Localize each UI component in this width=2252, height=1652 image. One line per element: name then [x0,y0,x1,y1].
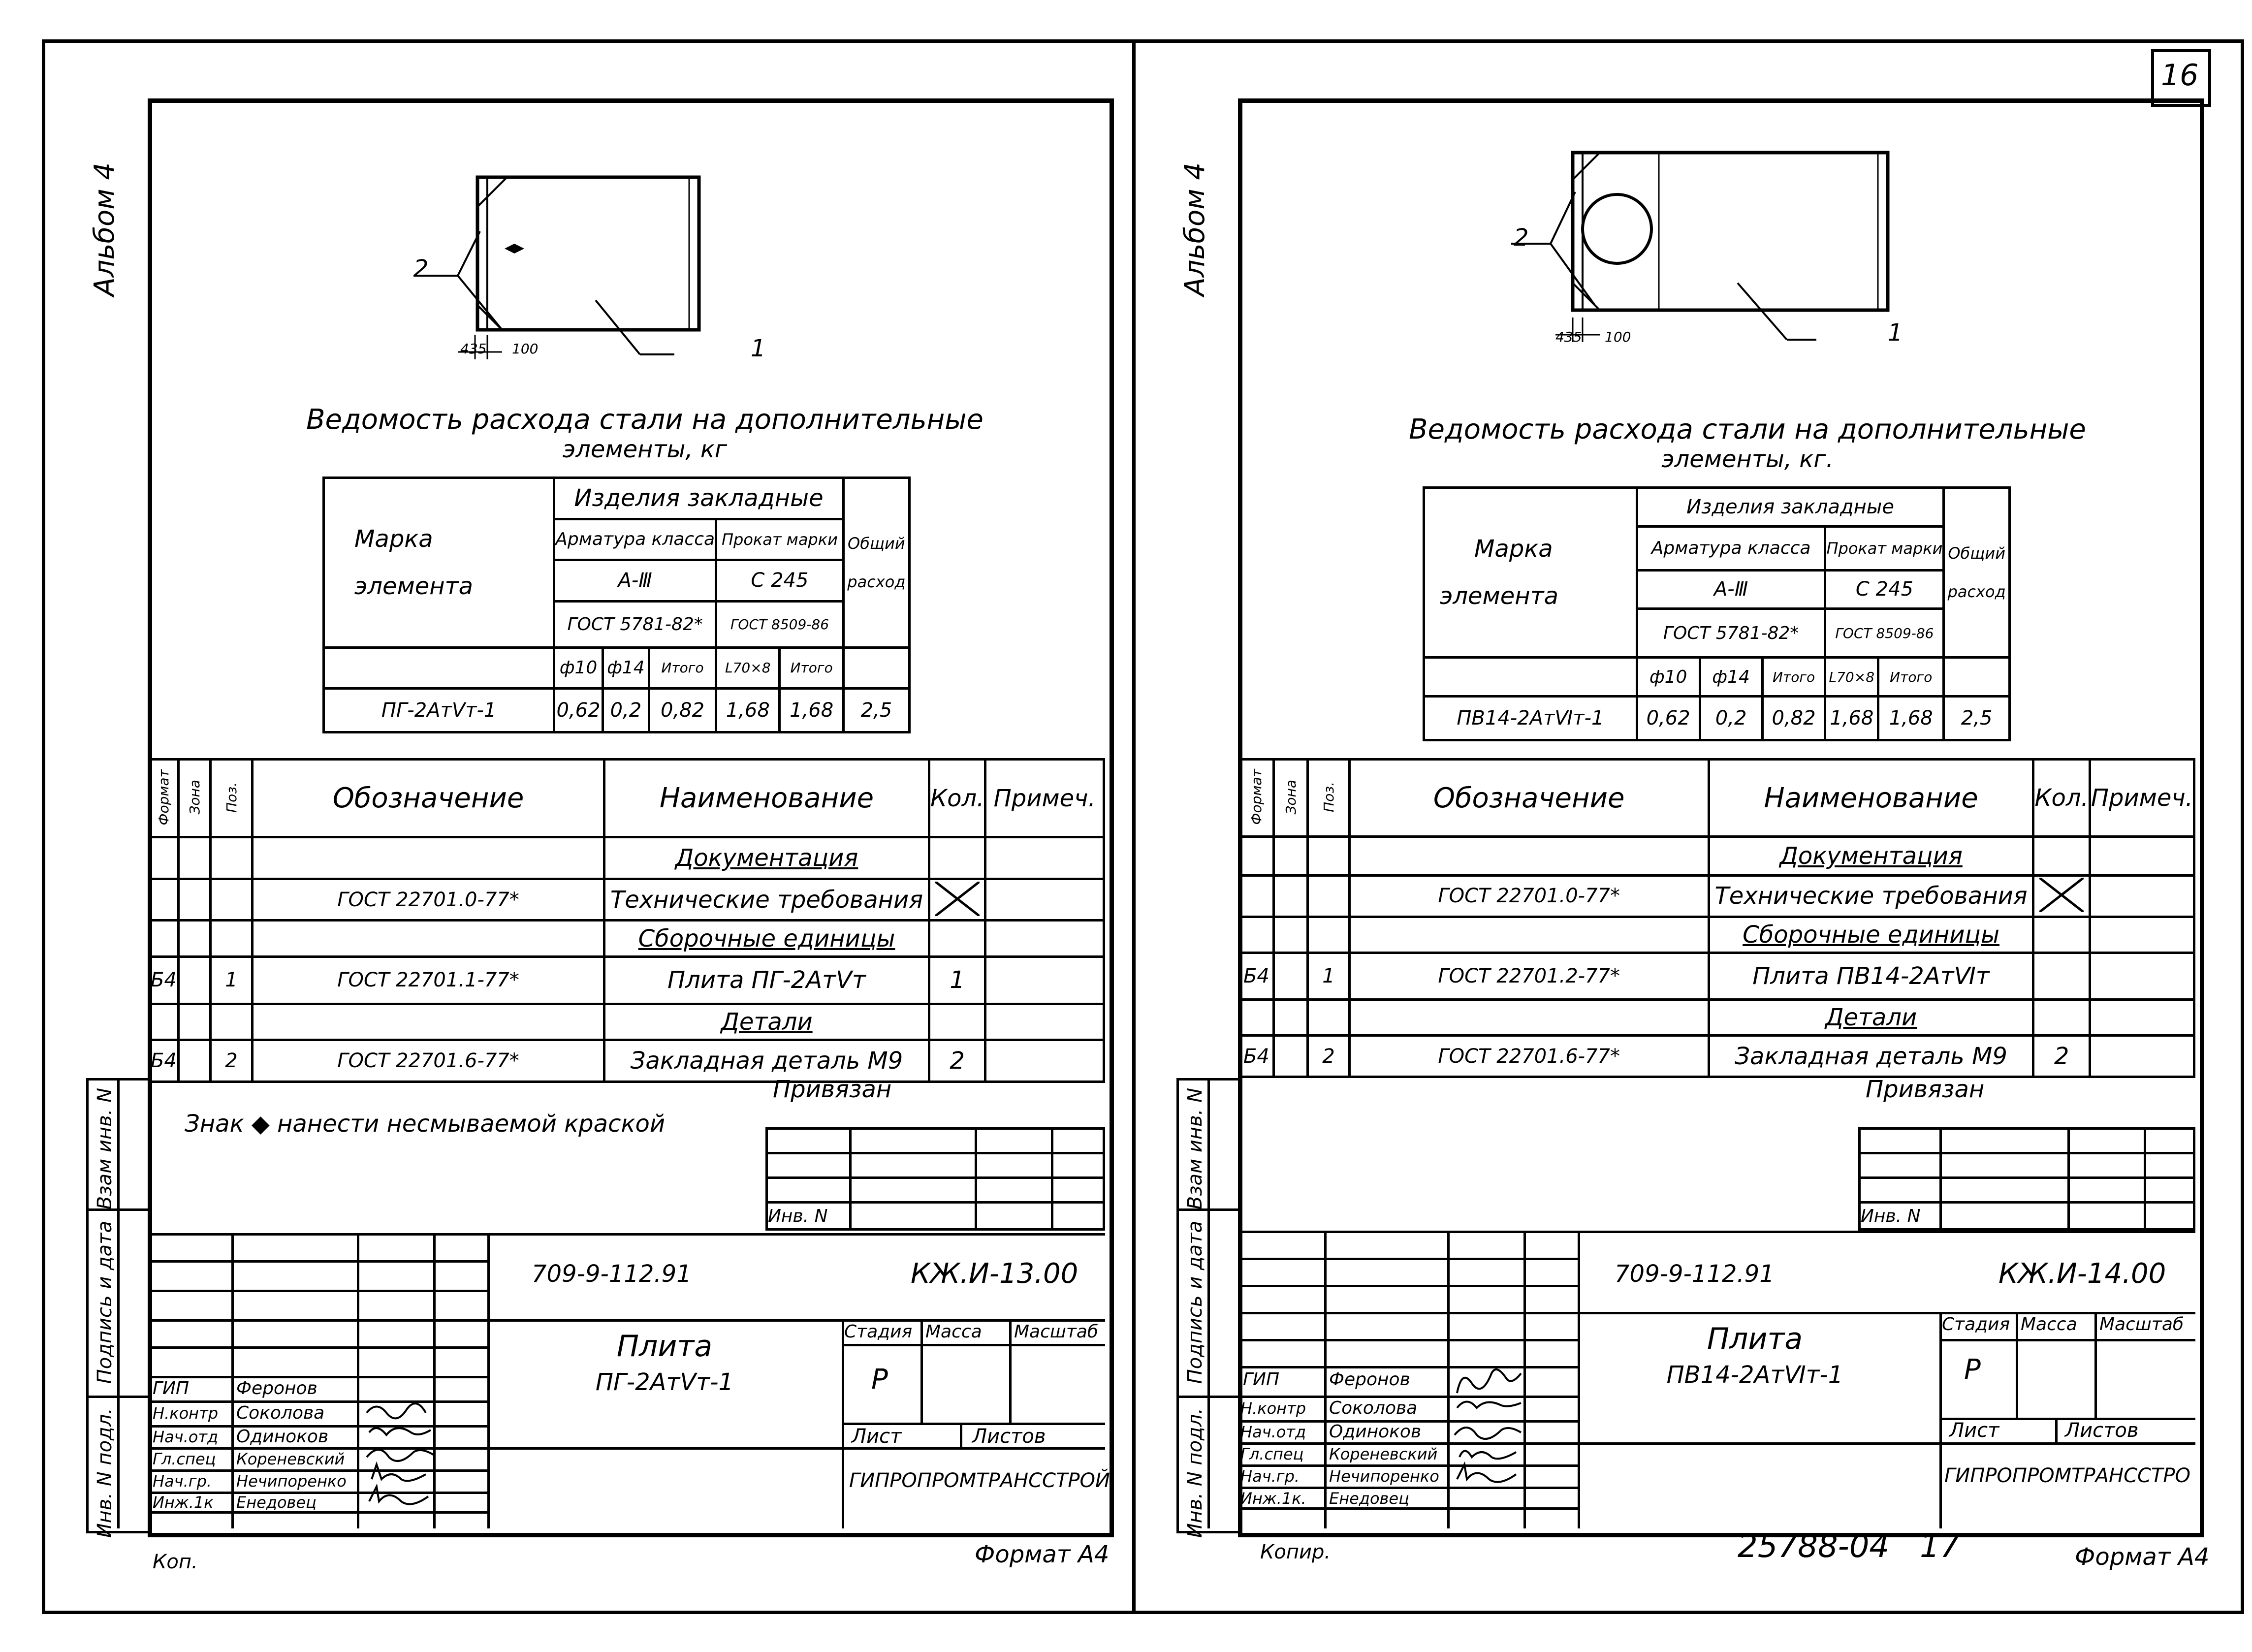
right-name-0: Феронов [1329,1369,1410,1390]
left-callout-2: 2 [413,255,429,283]
left-kopir: Коп. [153,1551,198,1573]
right-stamp-title: Плита ПВ14-2АтⅥт-1 [1666,1322,1843,1389]
bottom-page: 17 [1920,1528,1960,1565]
left-album-label: Альбом 4 [89,162,121,296]
right-dim-b: 100 [1605,329,1631,345]
left-mass-label: Масса [925,1322,982,1342]
right-stamp-code: КЖ.И-14.00 [1998,1258,2166,1290]
right-stamp-top [1238,1231,2195,1233]
right-spec-table: Формат Зона Поз. Обозначение Наименовани… [1238,758,2196,1078]
left-role-5: Инж.1к [153,1493,214,1512]
left-name-1: Соколова [236,1403,325,1423]
sheet-number-box [2151,49,2211,107]
right-role-4: Нач.гр. [1240,1467,1300,1486]
left-name-0: Феронов [236,1378,317,1398]
left-side-label-1: Подпись и дата [94,1221,116,1384]
bottom-code: 25788-04 [1738,1528,1890,1565]
left-cross-mark [934,881,981,917]
left-format: Формат А4 [975,1541,1110,1568]
right-role-0: ГИП [1243,1369,1280,1390]
left-role-1: Н.контр [153,1404,219,1423]
left-role-2: Нач.отд [153,1428,219,1446]
left-side-label-2: Инв. N подл. [94,1408,116,1538]
right-side-label-2: Инв. N подл. [1184,1408,1206,1538]
left-scale-label: Масштаб [1014,1322,1099,1342]
right-sheet-label: Лист [1949,1419,1999,1442]
right-role-2: Нач.отд [1240,1423,1306,1441]
left-signatures [366,1402,434,1505]
right-name-2: Одиноков [1329,1422,1422,1442]
left-name-2: Одиноков [236,1427,329,1447]
left-sheet-label: Лист [852,1425,902,1448]
right-format: Формат А4 [2075,1543,2210,1571]
left-side-label-0: Взам инв. N [94,1088,116,1210]
right-name-4: Нечипоренко [1329,1467,1439,1486]
left-stamp-title: Плита ПГ-2АтⅤт-1 [595,1329,734,1396]
left-name-3: Кореневский [236,1450,345,1468]
right-stage-label: Стадия [1942,1314,2010,1334]
right-part-drawing [1511,151,1890,342]
left-note: Знак ◆ нанести несмываемой краской [185,1110,666,1138]
right-name-1: Соколова [1329,1398,1418,1418]
right-name-5: Енедовец [1329,1489,1409,1508]
left-spec-table: Формат Зона Поз. Обозначение Наименовани… [148,758,1105,1083]
sheet-number: 16 [2161,58,2199,93]
right-privyazan-grid: Инв. N [1858,1127,2195,1231]
left-stamp-code: КЖ.И-13.00 [911,1258,1078,1290]
right-callout-1: 1 [1888,319,1903,347]
left-sheets-label: Листов [972,1425,1046,1448]
left-role-0: ГИП [153,1378,190,1398]
left-role-3: Гл.спец [153,1450,216,1468]
right-role-5: Инж.1к. [1240,1489,1306,1508]
right-album-label: Альбом 4 [1179,162,1211,296]
right-side-label-0: Взам инв. N [1184,1088,1206,1210]
right-side-label-1: Подпись и дата [1184,1221,1206,1384]
right-stamp-project: 709-9-112.91 [1615,1260,1775,1288]
right-callout-2: 2 [1514,224,1529,252]
left-stage-value: Р [871,1364,888,1396]
right-role-1: Н.контр [1240,1399,1306,1418]
left-steel-title: Ведомость расхода стали на дополнительны… [306,404,983,463]
marking-sign-icon [505,244,524,254]
right-scale-label: Масштаб [2099,1314,2184,1334]
hole-icon [1581,193,1653,265]
left-dim-a: 435 [460,341,487,357]
left-part-drawing [413,175,701,359]
right-mass-label: Масса [2021,1314,2077,1334]
left-privyazan-grid: Инв. N [765,1127,1105,1231]
right-cross-mark [2038,878,2085,914]
left-org: ГИПРОПРОМТРАНССТРОЙ [849,1469,1110,1492]
right-name-3: Кореневский [1329,1445,1438,1463]
left-stage-label: Стадия [844,1322,913,1342]
left-stamp-project: 709-9-112.91 [532,1260,692,1288]
right-sheets-label: Листов [2065,1419,2139,1442]
left-callout-1: 1 [751,335,766,362]
right-org: ГИПРОПРОМТРАНССТРОЙ [1944,1464,2190,1487]
left-name-5: Енедовец [236,1493,317,1512]
left-dim-b: 100 [512,341,539,357]
right-role-3: Гл.спец [1240,1445,1304,1463]
right-dim-a: 435 [1555,329,1582,345]
right-kopir: Копир. [1260,1541,1331,1563]
right-steel-title: Ведомость расхода стали на дополнительны… [1409,413,2086,473]
left-role-4: Нач.гр. [153,1472,212,1491]
left-name-4: Нечипоренко [236,1472,347,1491]
left-stamp-top [148,1233,1105,1236]
right-signatures [1454,1368,1522,1483]
right-privyazan: Привязан [1866,1076,1985,1103]
right-stage-value: Р [1964,1354,1981,1386]
left-privyazan: Привязан [773,1076,892,1103]
